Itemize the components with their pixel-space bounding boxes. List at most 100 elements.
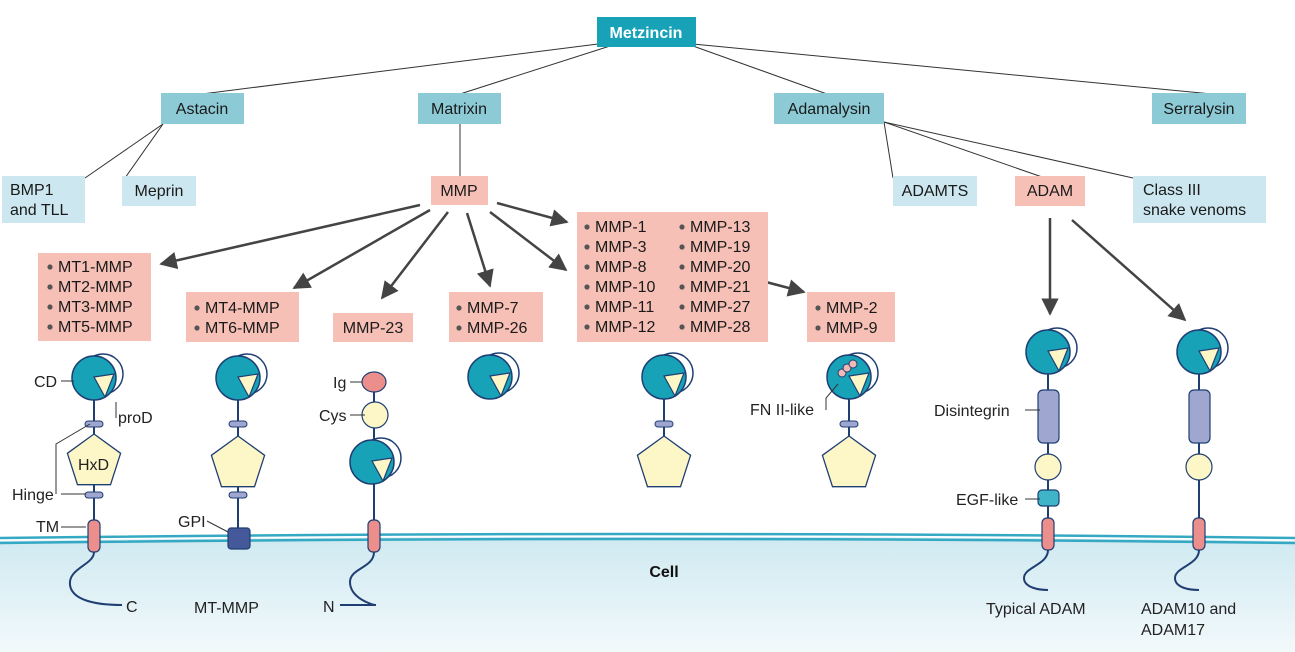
- mmp-list-item: MT3-MMP: [58, 299, 133, 316]
- transmembrane-icon: [1192, 517, 1206, 551]
- hinge-icon: [839, 420, 859, 428]
- mmp-list-item: MMP-26: [467, 320, 528, 337]
- mmp-list-item: MT6-MMP: [205, 320, 280, 337]
- hemopexin-domain-icon: [636, 435, 692, 488]
- box-gpi-mmps: MT4-MMP MT6-MMP: [186, 292, 299, 342]
- svg-text:MMP: MMP: [440, 183, 477, 200]
- mmp-list-item: MMP-13: [690, 219, 751, 236]
- svg-text:ADAM: ADAM: [1027, 183, 1073, 200]
- catalytic-domain-icon: [1176, 327, 1229, 375]
- bullet: [584, 264, 590, 270]
- mmp-list-item: MT1-MMP: [58, 259, 133, 276]
- bullet: [456, 305, 462, 311]
- label-prod: proD: [118, 410, 153, 427]
- cell-label: Cell: [649, 564, 678, 581]
- bullet: [47, 264, 53, 270]
- label-typical-adam: Typical ADAM: [986, 601, 1086, 618]
- label-cys: Cys: [319, 408, 347, 425]
- node-serralysin: Serralysin: [1152, 93, 1246, 124]
- protein-domain-glyphs: [66, 327, 1229, 607]
- label-egf-like: EGF-like: [956, 492, 1018, 509]
- label-adam10-17-line1: ADAM10 and: [1141, 601, 1236, 618]
- label-mt-mmp: MT-MMP: [194, 600, 259, 617]
- svg-text:and TLL: and TLL: [10, 202, 69, 219]
- mmp-list-item: MMP-12: [595, 319, 656, 336]
- svg-text:snake venoms: snake venoms: [1143, 202, 1246, 219]
- label-cd: CD: [34, 374, 57, 391]
- catalytic-domain-icon: [641, 352, 694, 400]
- cytoplasmic-tail: [339, 551, 377, 607]
- mmp-list-item: MMP-28: [690, 319, 751, 336]
- svg-text:Adamalysin: Adamalysin: [788, 101, 871, 118]
- transmembrane-icon: [87, 519, 101, 553]
- catalytic-domain-icon: [467, 352, 520, 400]
- mmp-list-item: MT2-MMP: [58, 279, 133, 296]
- bullet: [679, 224, 685, 230]
- bullet: [679, 284, 685, 290]
- bullet: [194, 325, 200, 331]
- mmp-list-item: MMP-9: [826, 320, 878, 337]
- catalytic-domain-icon: [349, 437, 402, 485]
- mmp-list-item: MT4-MMP: [205, 300, 280, 317]
- bullet: [679, 244, 685, 250]
- fibronectin-repeat-icon: [848, 359, 858, 369]
- mmp-list-item: MMP-20: [690, 259, 751, 276]
- svg-text:Meprin: Meprin: [135, 183, 184, 200]
- gpi-anchor-icon: [227, 527, 251, 550]
- transmembrane-icon: [1041, 517, 1055, 551]
- mmp-list-item: MMP-2: [826, 300, 878, 317]
- label-tm: TM: [36, 519, 59, 536]
- node-matrixin: Matrixin: [418, 93, 501, 124]
- node-class3-snake-venoms: Class III snake venoms: [1133, 176, 1266, 223]
- label-ig: Ig: [333, 375, 346, 392]
- svg-text:Astacin: Astacin: [176, 101, 228, 118]
- tree-lines: [84, 43, 1213, 179]
- bullet: [584, 324, 590, 330]
- label-hinge: Hinge: [12, 487, 54, 504]
- svg-text:Matrixin: Matrixin: [431, 101, 487, 118]
- mmp-list-item: MMP-8: [595, 259, 647, 276]
- hinge-icon: [228, 491, 248, 499]
- arrows: [159, 201, 1187, 322]
- cys-rich-domain-icon: [1185, 453, 1213, 481]
- mmp-list-item: MT5-MMP: [58, 319, 133, 336]
- box-mmp23: MMP-23: [333, 313, 413, 342]
- bullet: [584, 224, 590, 230]
- svg-text:Metzincin: Metzincin: [610, 25, 683, 42]
- mmp-list-item: MMP-1: [595, 219, 647, 236]
- cytoplasmic-tail: [68, 551, 123, 606]
- label-disintegrin: Disintegrin: [934, 403, 1010, 420]
- label-adam10-17-line2: ADAM17: [1141, 622, 1205, 639]
- bullet: [679, 264, 685, 270]
- mmp-list-item: MMP-3: [595, 239, 647, 256]
- box-mt-mmps: MT1-MMP MT2-MMP MT3-MMP MT5-MMP: [38, 253, 151, 341]
- mmp-list-item: MMP-27: [690, 299, 751, 316]
- bullet: [47, 284, 53, 290]
- bullet: [679, 304, 685, 310]
- bullet: [815, 305, 821, 311]
- mmp-list-item: MMP-10: [595, 279, 656, 296]
- bullet: [456, 325, 462, 331]
- svg-text:Serralysin: Serralysin: [1163, 101, 1234, 118]
- node-meprin: Meprin: [122, 176, 196, 206]
- ig-domain-icon: [361, 371, 387, 393]
- node-adamts: ADAMTS: [893, 176, 977, 206]
- bullet: [815, 325, 821, 331]
- cys-domain-icon: [361, 401, 389, 429]
- disintegrin-domain-icon: [1188, 389, 1211, 444]
- cys-rich-domain-icon: [1034, 453, 1062, 481]
- mmp-list-item: MMP-19: [690, 239, 751, 256]
- node-mmp: MMP: [431, 176, 488, 205]
- label-n-terminus: N: [323, 599, 335, 616]
- hemopexin-domain-icon: [66, 433, 122, 486]
- catalytic-domain-icon: [71, 353, 124, 401]
- node-metzincin: Metzincin: [597, 17, 696, 47]
- hemopexin-domain-icon: [210, 435, 266, 488]
- hinge-icon: [84, 420, 104, 428]
- bullet: [584, 304, 590, 310]
- catalytic-domain-icon: [1025, 327, 1078, 375]
- hinge-icon: [84, 491, 104, 499]
